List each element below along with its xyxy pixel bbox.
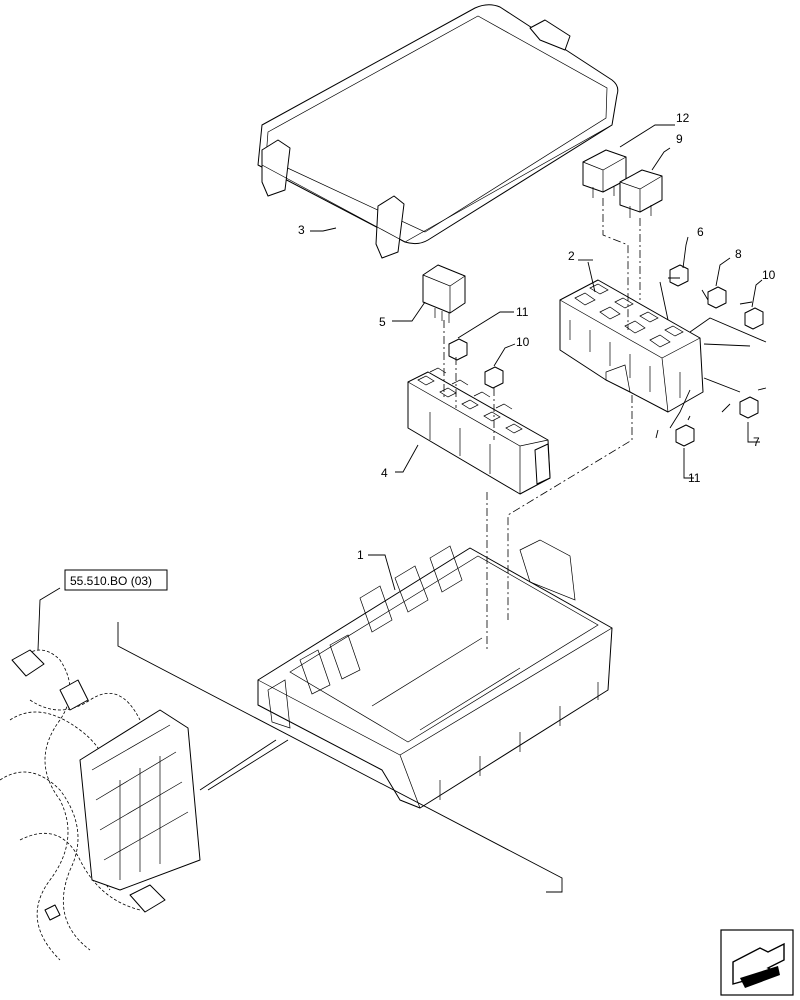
callout-6: 6 xyxy=(697,225,704,239)
mini-fuses xyxy=(448,264,764,447)
callout-labels: 1 2 3 4 5 6 7 8 9 10 10 11 11 12 xyxy=(298,111,776,562)
callout-12: 12 xyxy=(676,111,690,125)
callout-11-left: 11 xyxy=(516,305,529,319)
reference-label-text[interactable]: 55.510.BO (03) xyxy=(70,574,152,588)
reference-label[interactable]: 55.510.BO (03) xyxy=(64,569,168,591)
callout-10-upper: 10 xyxy=(762,268,776,282)
alignment-lines xyxy=(443,198,641,650)
reference-pointer xyxy=(37,587,563,893)
callout-9: 9 xyxy=(676,132,683,146)
relay-part-5 xyxy=(422,264,466,323)
fuse-block-part-4 xyxy=(407,367,551,495)
base-housing-part-1 xyxy=(257,539,613,809)
callout-5: 5 xyxy=(379,315,386,329)
callout-2: 2 xyxy=(568,249,575,263)
callout-4: 4 xyxy=(381,466,388,480)
callout-11-lower: 11 xyxy=(688,471,701,485)
callout-8: 8 xyxy=(735,247,742,261)
callout-leaders xyxy=(310,124,767,591)
cover-part-3 xyxy=(257,4,619,259)
arrow-page-icon[interactable] xyxy=(720,929,794,996)
callout-1: 1 xyxy=(357,548,364,562)
wiring-harness xyxy=(0,649,201,961)
fuse-part-9 xyxy=(619,169,663,218)
callout-3: 3 xyxy=(298,223,305,237)
callout-10-left: 10 xyxy=(516,335,530,349)
fuse-holder-part-2 xyxy=(559,279,704,413)
callout-7: 7 xyxy=(753,435,760,449)
